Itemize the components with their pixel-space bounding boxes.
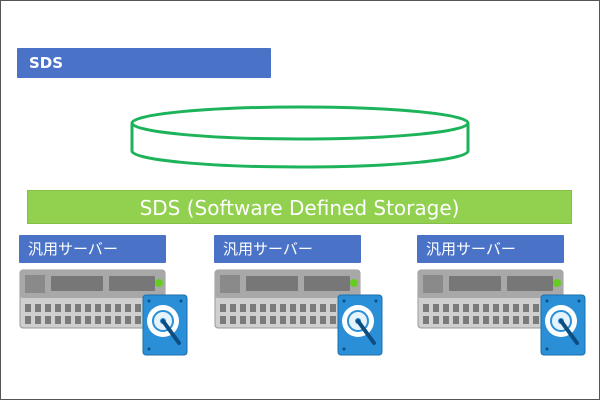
- server-label-1: 汎用サーバー: [19, 235, 166, 263]
- hard-disk-icon: [540, 294, 586, 356]
- hard-disk-icon: [337, 294, 383, 356]
- server-label-2: 汎用サーバー: [214, 235, 361, 263]
- rack-server-icon: [214, 269, 383, 356]
- sds-layer-bar: SDS (Software Defined Storage): [27, 190, 572, 224]
- hard-disk-icon: [142, 294, 188, 356]
- rack-server-icon: [417, 269, 586, 356]
- storage-pool-cylinder: [130, 105, 470, 169]
- rack-server-icon: [19, 269, 188, 356]
- diagram-title: SDS: [17, 48, 271, 78]
- server-label-3: 汎用サーバー: [417, 235, 564, 263]
